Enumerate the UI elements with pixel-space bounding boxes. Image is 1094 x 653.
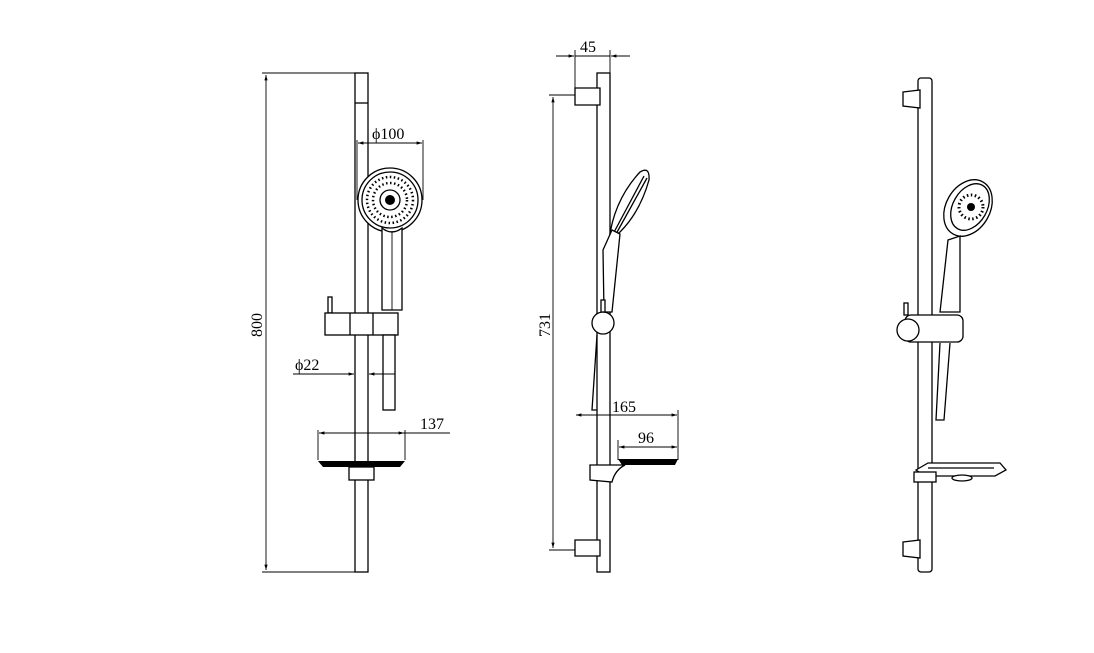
hose [382, 334, 396, 411]
head-diameter-label: ϕ100 [372, 126, 404, 143]
rail-diameter-label: ϕ22 [295, 357, 319, 374]
soap-dish-depth-label: 96 [638, 430, 654, 447]
shower-head [602, 169, 650, 313]
side-view: 45 731 165 96 [537, 39, 679, 573]
height-label: 800 [249, 313, 266, 337]
perspective-view [896, 77, 1008, 573]
slider-clamp [324, 296, 399, 336]
soap-dish [913, 462, 1008, 483]
shower-head [357, 167, 423, 311]
soap-dish-projection-label: 165 [612, 399, 636, 416]
soap-dish [589, 459, 678, 483]
bracket-depth-label: 45 [580, 39, 596, 56]
bracket-spacing-label: 731 [537, 313, 554, 337]
front-view: 800 ϕ100 ϕ22 1 [249, 72, 450, 573]
soap-dish-width-label: 137 [420, 416, 444, 433]
slider-clamp [896, 302, 964, 421]
slider-knob [591, 311, 615, 335]
top-bracket [574, 87, 601, 106]
bottom-bracket [902, 539, 921, 559]
soap-dish [318, 461, 405, 481]
bottom-bracket [574, 539, 601, 557]
top-bracket [902, 89, 921, 109]
shower-head [939, 179, 993, 313]
